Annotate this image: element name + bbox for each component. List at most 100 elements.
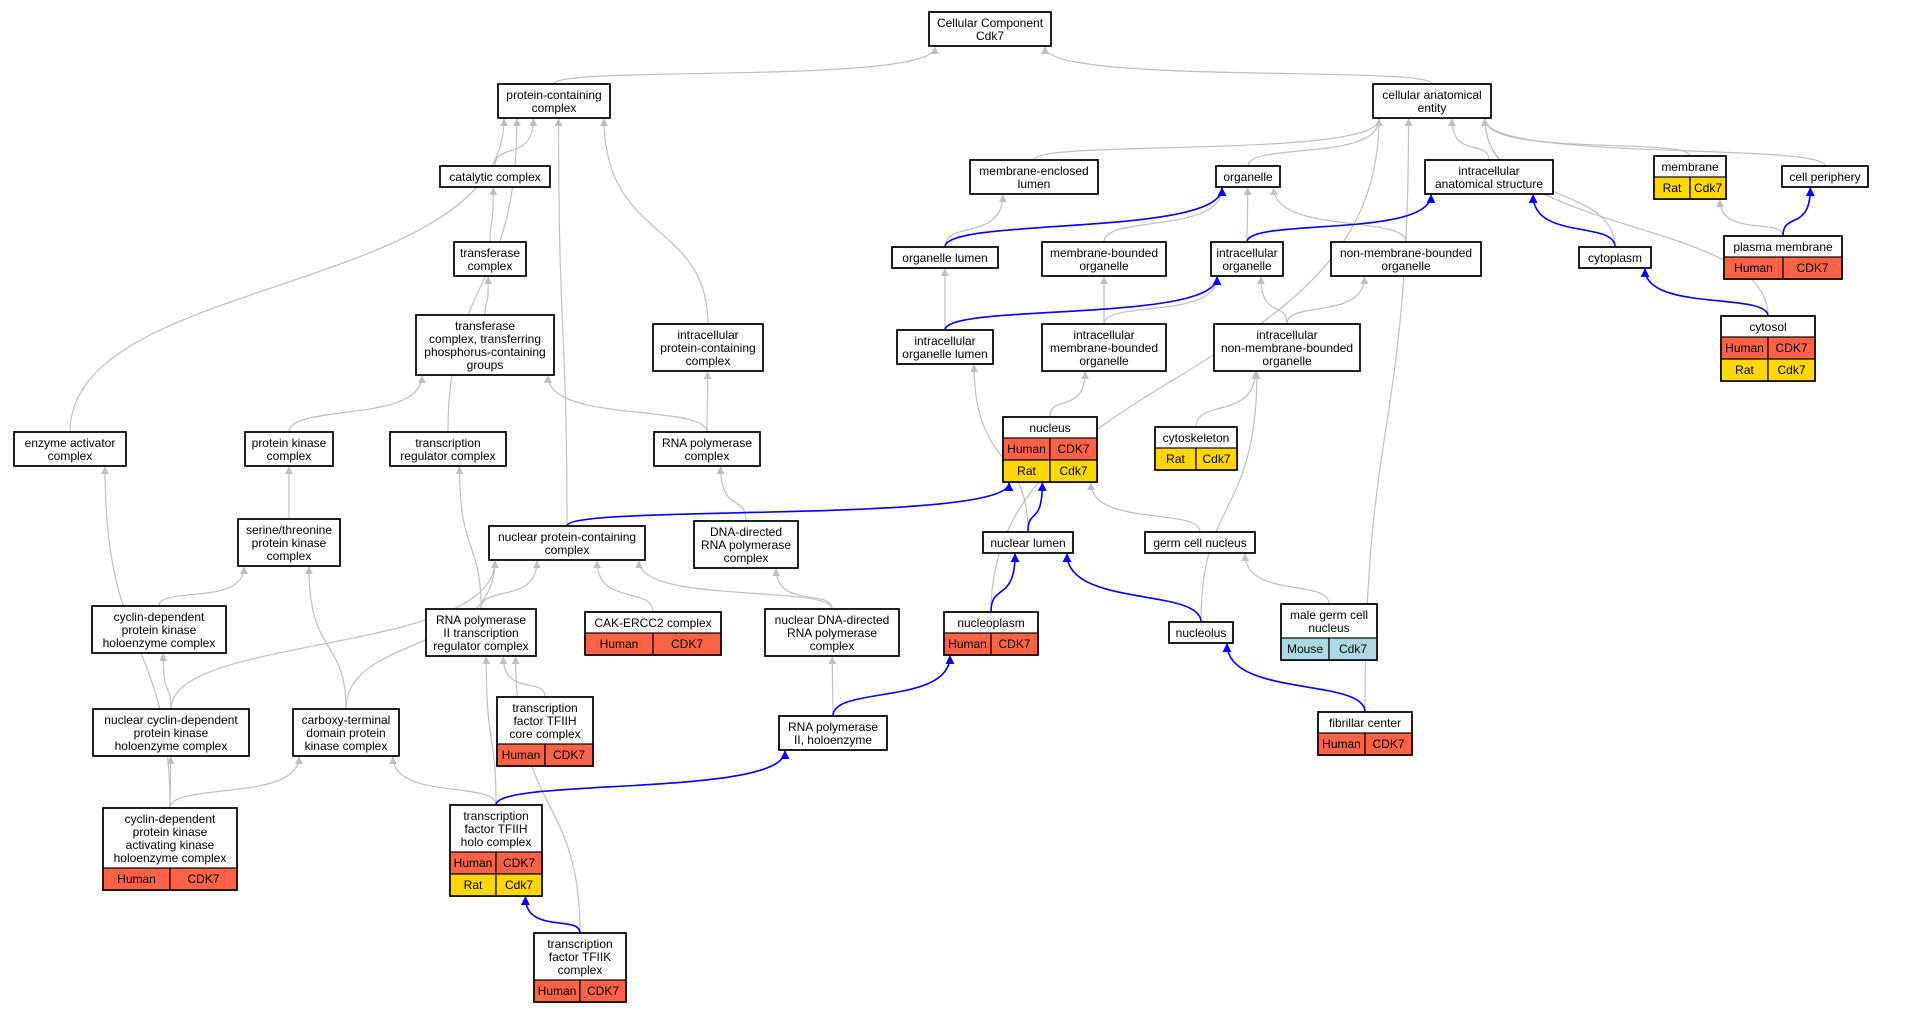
node-label: cellular anatomical [1382,88,1481,102]
node-label: factor TFIIH [513,714,576,728]
node-label: protein kinase [252,536,327,550]
node-label: lumen [1018,177,1051,191]
node-border [1041,241,1167,277]
node-border [1041,323,1167,372]
node-border [1720,315,1816,382]
node-label: groups [467,358,504,372]
node-label: regulator complex [400,449,495,463]
node-label: catalytic complex [449,170,540,184]
node-border [584,611,722,656]
edge-npcc-to-nuc [566,482,1014,527]
node-border [891,246,999,269]
node-border [764,608,900,657]
node-label: holoenzyme complex [115,739,228,753]
node-label: protein-containing [506,88,601,102]
edge-nucl-to-inmbo [1200,371,1261,623]
node-label: complex [685,449,730,463]
edge-ncdk-to-npcc [170,560,499,710]
edge-nucpl-to-cae [990,118,1383,613]
node-border [1372,83,1492,119]
gene-label: CDK7 [1796,261,1828,275]
edge-ipcc-to-pcc [600,118,709,325]
species-label: Rat [1017,464,1036,478]
node-label: phosphorus-containing [424,345,545,359]
edge-rnap-to-ipcc [703,371,712,433]
node-border [1330,241,1482,277]
node-label: nuclear lumen [990,536,1065,550]
node-border [415,314,555,376]
node-border [1002,416,1098,483]
node-border [244,431,334,467]
node-border [1213,323,1361,372]
node-label: anatomical structure [1435,177,1543,191]
node-label: complex [267,449,312,463]
node-label: DNA-directed [710,525,782,539]
node-border [652,323,764,372]
node-label: core complex [509,727,580,741]
edge-cae-to-cc [1041,46,1433,85]
species-label: Rat [464,878,483,892]
node-label: complex [468,259,513,273]
node-border [91,605,227,654]
node-border [969,159,1099,195]
edge-io-to-org [1243,187,1252,243]
node-label: membrane-enclosed [979,164,1088,178]
edge-rnap2-to-npcc [480,560,541,610]
edge-nl-to-nuc [1027,482,1047,533]
node-label: carboxy-terminal [302,713,391,727]
node-border [1280,603,1378,661]
node-label: nucleoplasm [957,616,1024,630]
edge-org-to-cae [1247,118,1383,167]
node-label: activating kinase [126,838,215,852]
edge-cytosk-to-inmbo [1195,371,1260,428]
node-label: intracellular [1458,164,1519,178]
node-label: complex, transferring [429,332,541,346]
node-org: organelle [1215,165,1281,188]
edge-tfiihh-to-rnap2h [495,750,790,806]
node-label: RNA polymerase [788,720,878,734]
node-inmbo: intracellularnon-membrane-boundedorganel… [1213,323,1361,372]
edge-nuc-to-imbo [1049,371,1090,418]
node-label: kinase complex [305,739,388,753]
node-label: membrane-bounded [1050,341,1158,355]
species-label: Human [948,637,987,651]
edge-tfiihh-to-rnap2 [482,656,497,806]
edge-tfiihc-to-rnap2 [499,656,546,698]
node-border [292,708,400,757]
node-border [896,329,994,365]
edge-rnap2-to-trc [455,466,482,610]
species-label: Mouse [1287,642,1323,656]
node-border [533,932,627,1003]
node-label: transcription [415,436,480,450]
species-label: Human [1734,261,1773,275]
node-label: cytoskeleton [1163,431,1230,445]
gene-label: Cdk7 [505,878,533,892]
edge-cdkak-to-ctd [169,756,303,809]
node-label: non-membrane-bounded [1221,341,1353,355]
node-label: complex [686,354,731,368]
node-label: regulator complex [433,639,528,653]
node-nl: nuclear lumen [982,531,1074,554]
node-label: domain protein [306,726,385,740]
node-box [92,708,250,757]
gene-label: Cdk7 [1777,363,1805,377]
species-label: Human [454,856,493,870]
node-label: complex [724,551,769,565]
edge-nmbo-to-org [1270,187,1407,243]
node-label: enzyme activator [25,436,116,450]
edge-pm-to-cp [1782,187,1815,237]
node-border [1653,155,1727,200]
